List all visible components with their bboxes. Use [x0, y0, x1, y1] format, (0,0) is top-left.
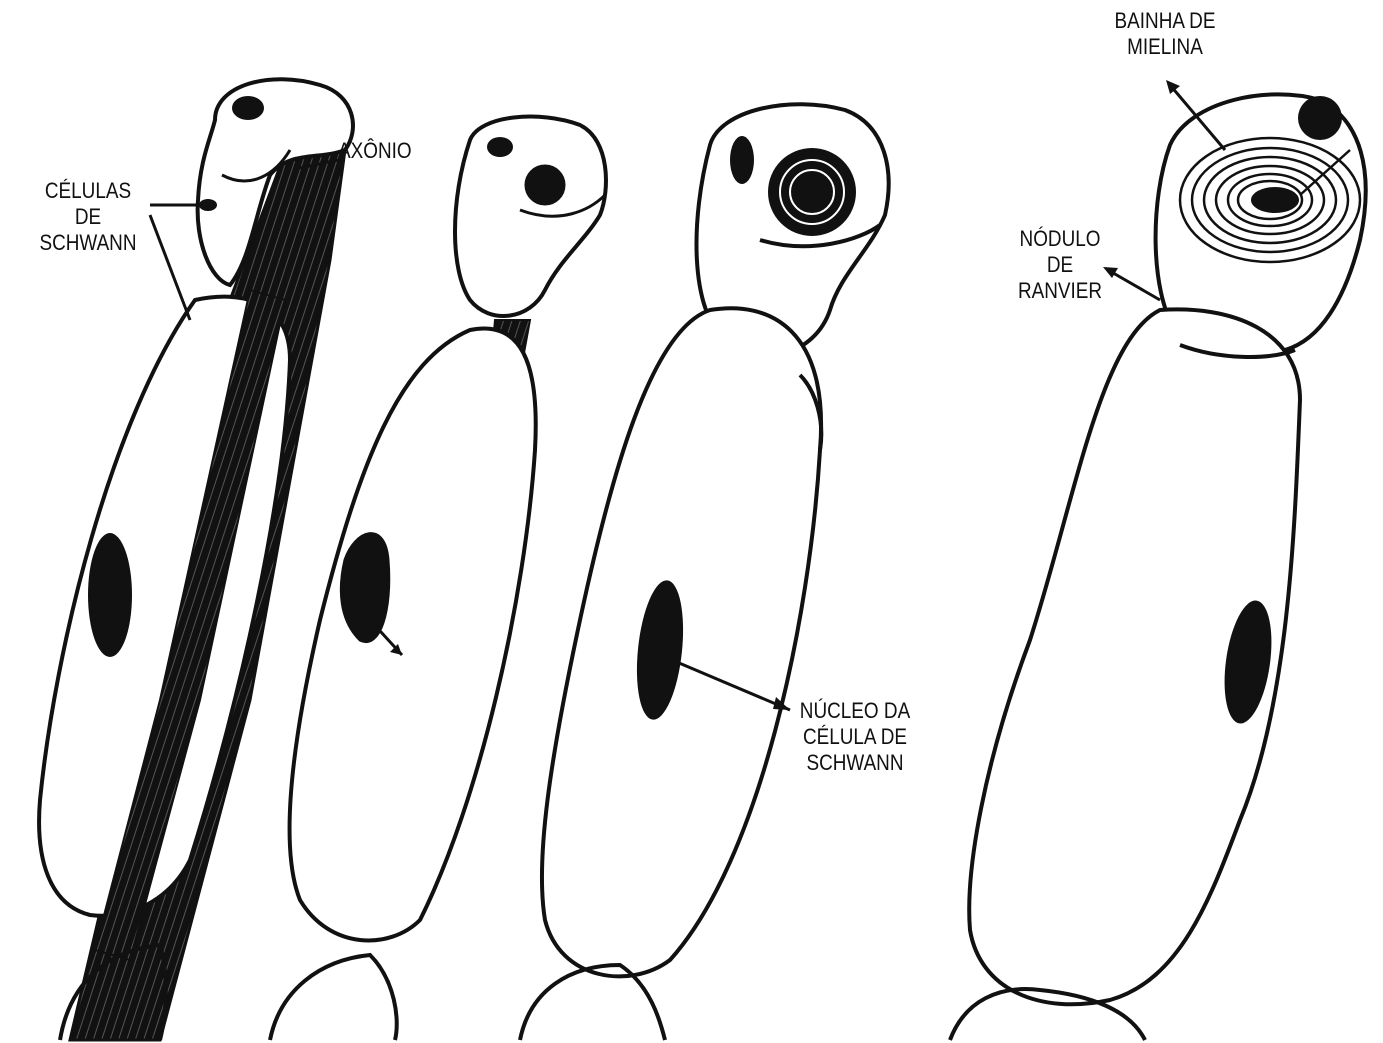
stage-3-bottom	[520, 965, 665, 1040]
node-of-ranvier-label-line-2: DE	[1000, 252, 1120, 278]
node-of-ranvier-label-line-1: NÓDULO	[1000, 226, 1120, 252]
stage-2-axon-section	[523, 163, 567, 207]
node-of-ranvier-label-line-3: RANVIER	[1000, 278, 1120, 304]
schwann-cells-label-line-2: DE	[28, 204, 148, 230]
stage-2-lower-cell	[290, 329, 536, 941]
stage-2-bottom	[270, 955, 397, 1040]
schwann-nucleus-label-line-1: NÚCLEO DA	[782, 698, 928, 724]
schwann-cells-label: CÉLULAS DE SCHWANN	[28, 178, 148, 256]
myelin-sheath-label-line-2: MIELINA	[1092, 34, 1238, 60]
schwann-cells-label-line-1: CÉLULAS	[28, 178, 148, 204]
stage-2-top-cell	[455, 117, 606, 316]
axon-label-text: AXÔNIO	[338, 138, 450, 164]
myelin-sheath-label-line-1: BAINHA DE	[1092, 8, 1238, 34]
node-of-ranvier-label: NÓDULO DE RANVIER	[1000, 226, 1120, 304]
stage-2-wrapped-nucleus	[341, 534, 388, 642]
upper-cell-nucleus	[232, 96, 264, 120]
schwann-nucleus-label-line-2: CÉLULA DE	[782, 724, 928, 750]
stage-3-axon-section	[768, 148, 856, 236]
myelin-sheath-label: BAINHA DE MIELINA	[1092, 8, 1238, 60]
schwann-nucleus-label-line-3: SCHWANN	[782, 750, 928, 776]
myelin-pointer-head	[1166, 80, 1180, 94]
schwann-cells-label-line-3: SCHWANN	[28, 230, 148, 256]
stage-4-myelinated	[950, 80, 1366, 1040]
lower-cell-nucleus	[88, 533, 132, 657]
schwann-pointer-lower	[150, 215, 190, 320]
stage-3-top-nucleus	[730, 136, 754, 184]
stage-4-outer-nucleus	[1298, 96, 1342, 140]
stage-4-axon-section	[1251, 187, 1299, 213]
stage-2-top-nucleus	[487, 137, 513, 157]
schwann-nucleus-label: NÚCLEO DA CÉLULA DE SCHWANN	[782, 698, 928, 776]
axon-label: AXÔNIO	[338, 138, 450, 164]
